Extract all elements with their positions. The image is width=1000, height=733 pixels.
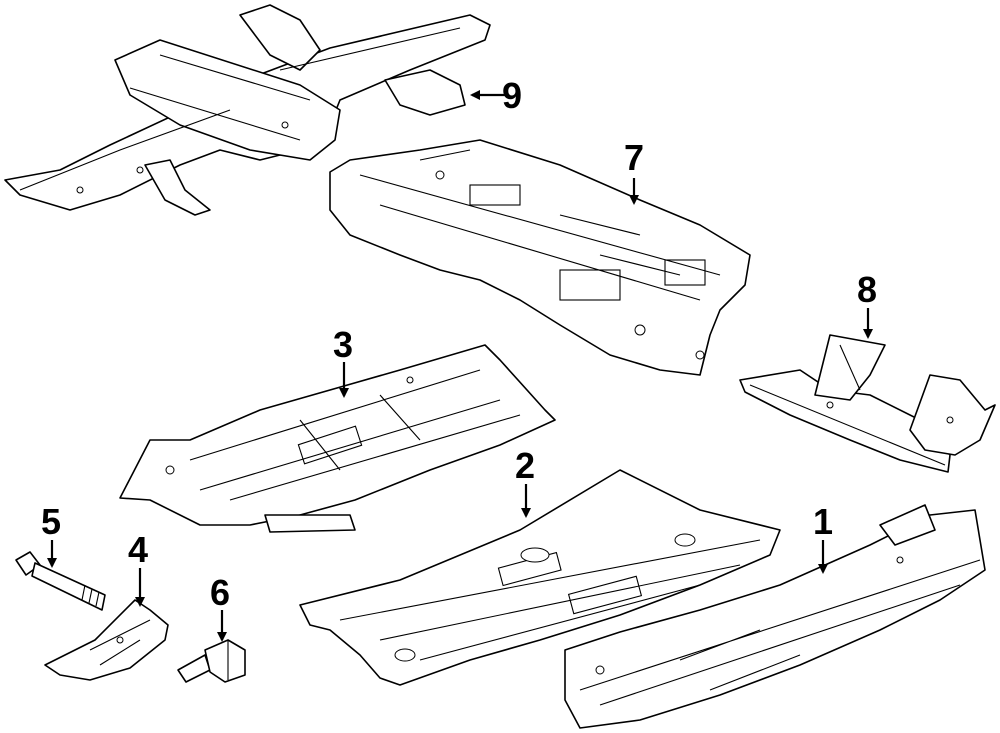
part-9-front-floor-crossmember <box>4 4 491 216</box>
part-6-clip <box>177 639 246 683</box>
callout-2: 2 <box>515 445 535 486</box>
callout-6: 6 <box>210 572 230 613</box>
callout-3: 3 <box>333 324 353 365</box>
callout-labels: 9 7 8 3 2 1 5 4 6 <box>41 75 877 613</box>
callout-1: 1 <box>813 501 833 542</box>
part-4-bracket <box>44 599 169 681</box>
callout-leaders <box>47 90 873 642</box>
part-5-bolt <box>15 551 106 611</box>
callout-8: 8 <box>857 269 877 310</box>
callout-9: 9 <box>502 75 522 116</box>
part-2-front-floor-pan <box>299 469 781 686</box>
part-7-rear-floor-pan <box>329 139 751 376</box>
part-8-rear-crossmember <box>739 334 996 473</box>
part-1-side-sill <box>564 504 986 729</box>
callout-7: 7 <box>624 137 644 178</box>
part-3-floor-tunnel <box>119 344 556 533</box>
callout-4: 4 <box>128 529 148 570</box>
callout-5: 5 <box>41 501 61 542</box>
